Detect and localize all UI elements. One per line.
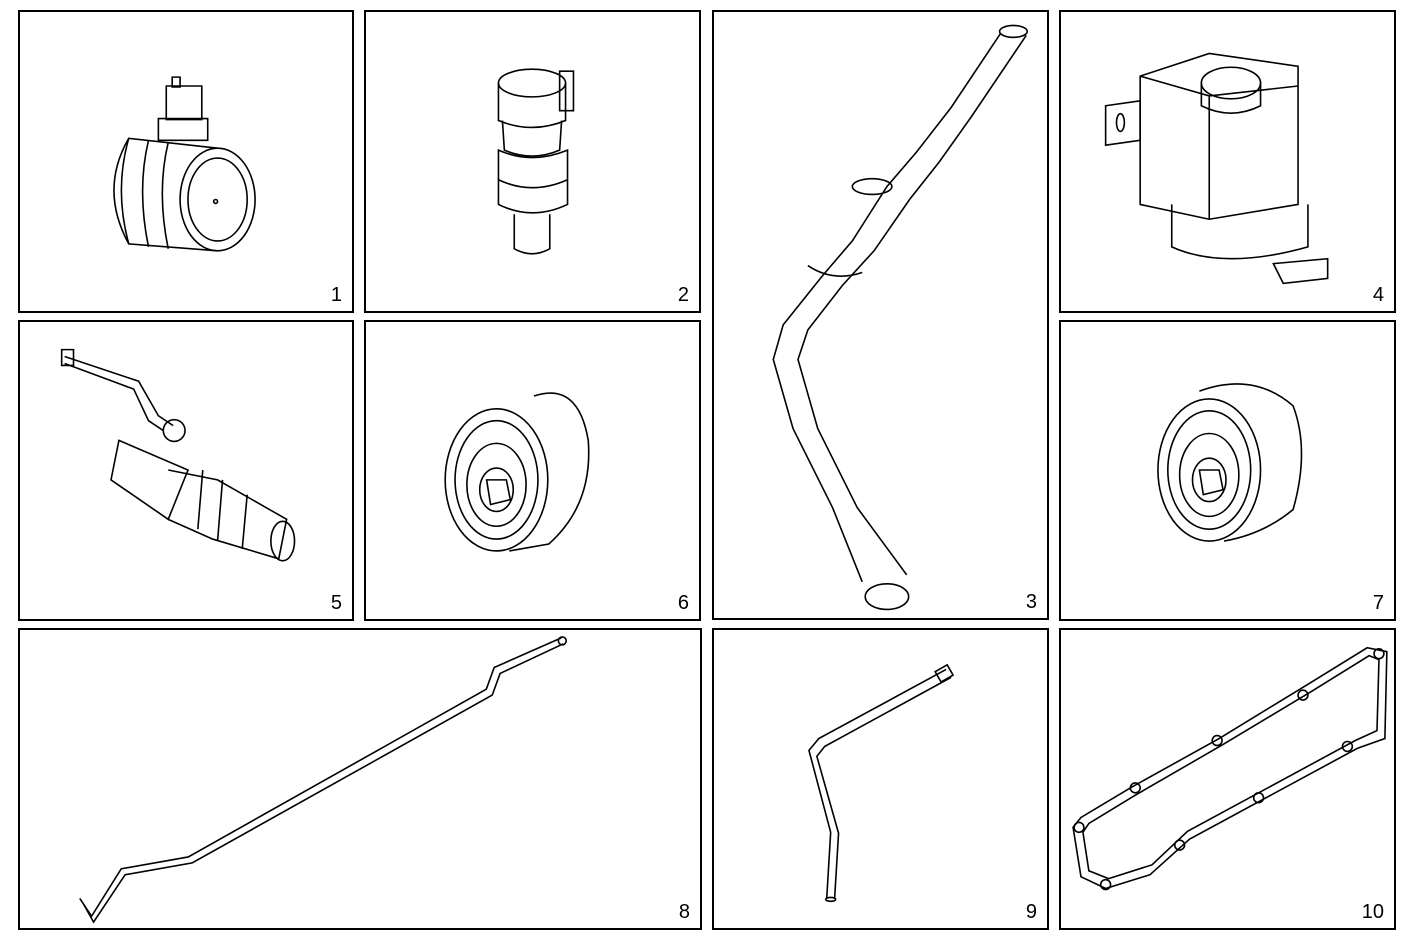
part-panel-7[interactable]: 7 (1059, 320, 1396, 621)
pulley-icon (1061, 322, 1394, 619)
part-number: 1 (330, 284, 342, 306)
ball-valve-icon (20, 322, 352, 619)
part-panel-1[interactable]: 1 (18, 10, 354, 313)
part-number: 9 (1025, 901, 1037, 923)
part-panel-6[interactable]: 6 (364, 320, 701, 621)
gasket-icon (1061, 630, 1394, 928)
rod-icon (20, 630, 700, 928)
part-number: 8 (678, 901, 690, 923)
part-panel-2[interactable]: 2 (364, 10, 701, 313)
part-panel-8[interactable]: 8 (18, 628, 702, 930)
part-number: 2 (677, 284, 689, 306)
part-panel-10[interactable]: 10 (1059, 628, 1396, 930)
valve-actuator-icon (1061, 12, 1394, 311)
part-panel-5[interactable]: 5 (18, 320, 354, 621)
hose-icon (714, 12, 1047, 618)
part-number: 3 (1025, 591, 1037, 613)
part-panel-3[interactable]: 3 (712, 10, 1049, 620)
air-mass-sensor-icon (20, 12, 352, 311)
part-number: 4 (1372, 284, 1384, 306)
pressure-switch-icon (366, 12, 699, 311)
part-panel-9[interactable]: 9 (712, 628, 1049, 930)
part-number: 6 (677, 592, 689, 614)
part-number: 10 (1361, 901, 1384, 923)
part-number: 7 (1372, 592, 1384, 614)
part-number: 5 (330, 592, 342, 614)
pipe-icon (714, 630, 1047, 928)
part-panel-4[interactable]: 4 (1059, 10, 1396, 313)
pulley-icon (366, 322, 699, 619)
